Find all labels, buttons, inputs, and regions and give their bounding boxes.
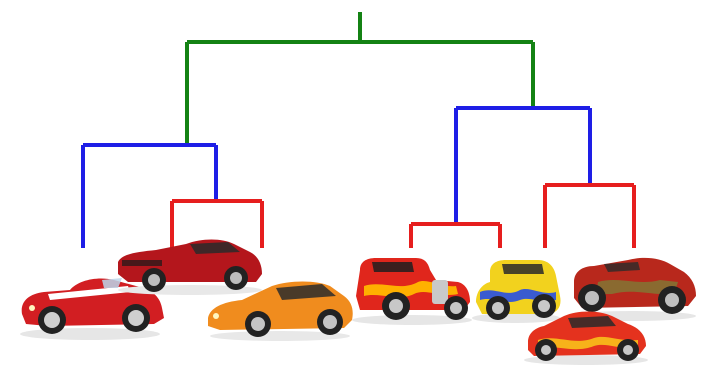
yellow-hot-rod-coupe-image <box>472 260 561 323</box>
car-leaves <box>20 239 696 365</box>
ferrari-daytona-coupe-image <box>118 239 262 295</box>
red-rat-rod-roadster-image <box>568 257 696 321</box>
red-flame-hot-rod-image <box>352 258 472 325</box>
red-flame-hot-rod-coupe-image <box>524 311 648 365</box>
dendrogram-branches <box>81 12 636 248</box>
datsun-240z-coupe-image <box>208 281 353 341</box>
